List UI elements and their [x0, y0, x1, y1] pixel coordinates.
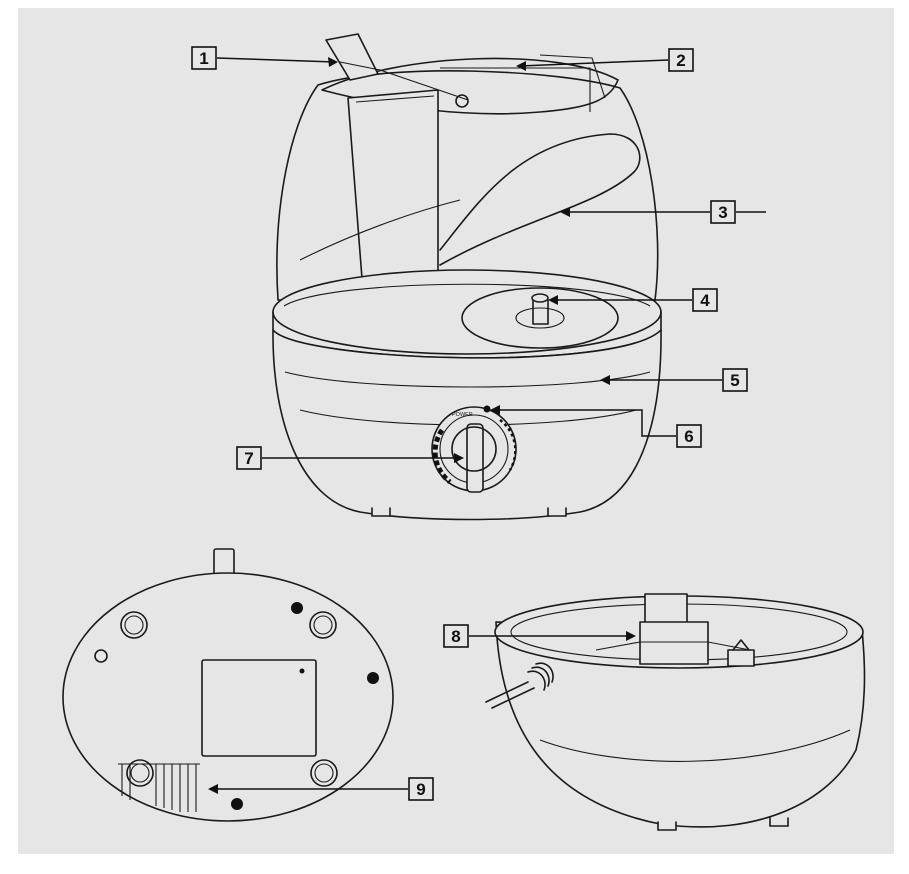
humidifier-diagram: POWER	[62, 33, 866, 831]
float-switch	[595, 593, 751, 665]
callout-8-box	[443, 624, 469, 648]
access-panel	[201, 659, 317, 757]
callout-7-label: 7	[244, 449, 253, 468]
water-inlet	[461, 287, 619, 349]
callout-4-label: 4	[700, 291, 710, 310]
humidifier-base-view	[485, 593, 866, 831]
callouts: 1 2 3 4 5 6 7 8 9	[191, 46, 766, 801]
vent-slots	[118, 763, 200, 812]
callout-2-box	[668, 48, 694, 72]
transducer	[727, 639, 755, 667]
callout-6-box	[676, 424, 702, 448]
callout-2-label: 2	[676, 51, 685, 70]
callout-6-label: 6	[684, 427, 693, 446]
callout-3-box	[710, 200, 736, 224]
humidifier-underside-view	[62, 548, 394, 822]
callout-5-label: 5	[730, 371, 739, 390]
rubber-feet	[120, 611, 338, 787]
base-underside	[62, 572, 394, 822]
screws	[231, 602, 379, 810]
base-shell	[495, 621, 866, 828]
humidifier-front-view: POWER	[272, 33, 662, 521]
callout-1-box	[191, 46, 217, 70]
power-label: POWER	[452, 412, 473, 418]
mist-nozzle	[325, 33, 379, 81]
callout-5-box	[722, 368, 748, 392]
arrowheads	[208, 57, 636, 794]
callout-9-label: 9	[416, 780, 425, 799]
power-indicator-light	[483, 405, 491, 413]
power-cord	[485, 662, 554, 709]
callout-7-box	[236, 446, 262, 470]
callout-3-label: 3	[718, 203, 727, 222]
callout-8-label: 8	[451, 627, 460, 646]
dial-knob[interactable]	[466, 423, 484, 493]
callout-9-box	[408, 777, 434, 801]
callout-1-label: 1	[199, 49, 208, 68]
callout-4-box	[692, 288, 718, 312]
diagram-panel: POWER	[18, 8, 894, 854]
control-dial: POWER	[431, 405, 517, 493]
